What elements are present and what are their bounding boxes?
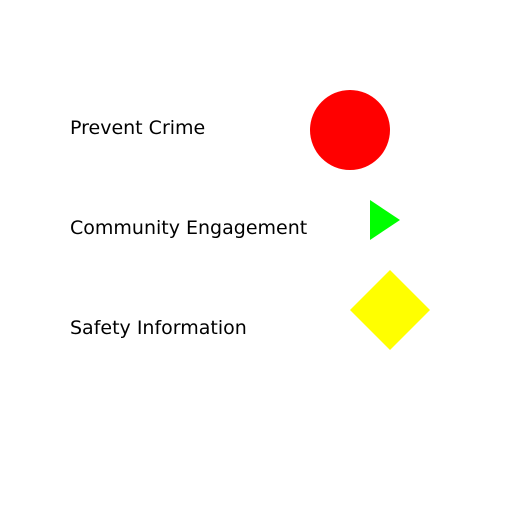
yellow-diamond-icon: [350, 270, 430, 350]
label-community-engagement: Community Engagement: [70, 217, 308, 239]
green-triangle-icon: [370, 200, 400, 240]
label-prevent-crime: Prevent Crime: [70, 117, 206, 139]
label-safety-information: Safety Information: [70, 317, 247, 339]
red-circle-icon: [310, 90, 390, 170]
